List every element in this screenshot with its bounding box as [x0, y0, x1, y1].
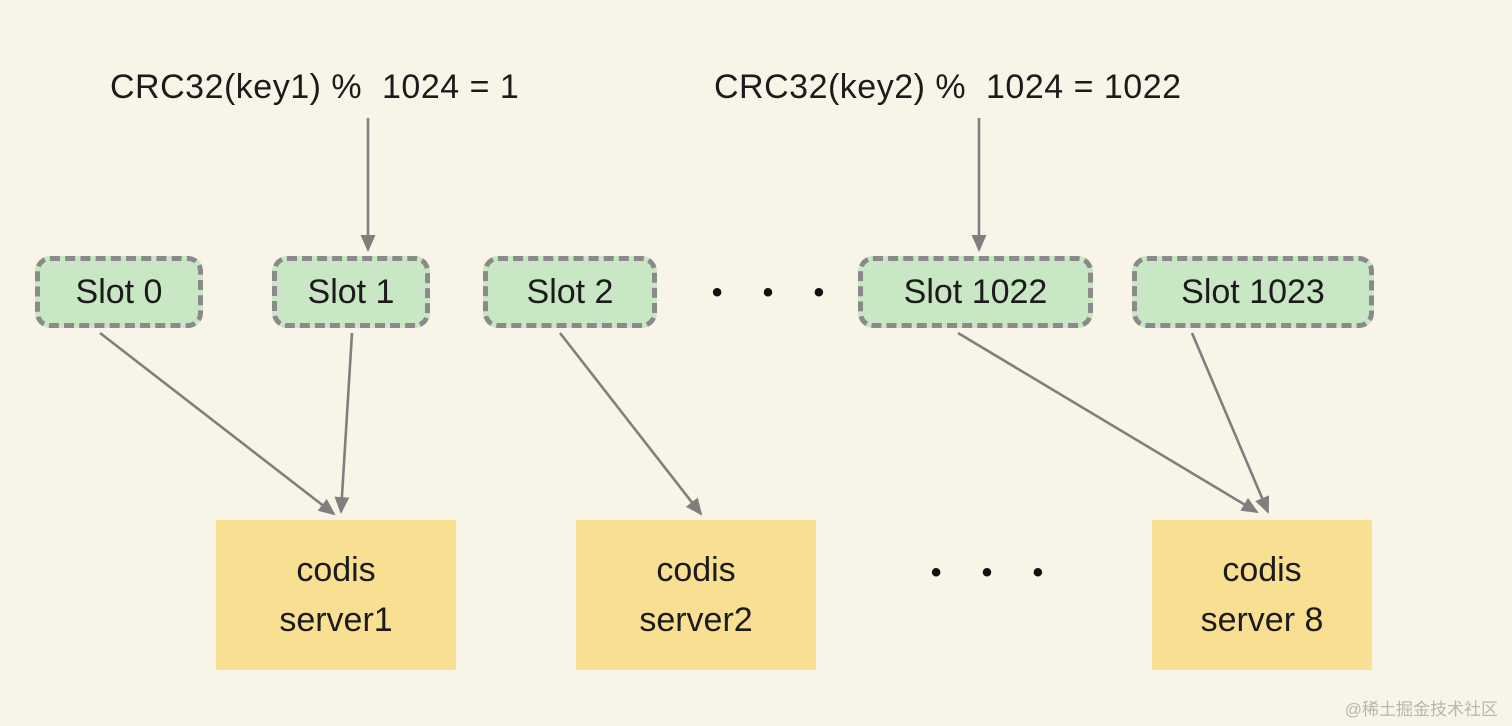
- formula-key1: CRC32(key1) % 1024 = 1: [110, 68, 520, 106]
- arrow-slot0-to-server1: [99, 331, 336, 516]
- slot-box-1023: Slot 1023: [1132, 256, 1374, 328]
- slot-box-0: Slot 0: [35, 256, 203, 328]
- server-row-ellipsis: • • •: [930, 556, 1060, 589]
- watermark-juejin: @稀土掘金技术社区: [1344, 700, 1498, 719]
- slot-row-ellipsis: • • •: [711, 276, 841, 309]
- slot-box-1022: Slot 1022: [858, 256, 1093, 328]
- arrow-slot1023-to-server8: [1190, 332, 1270, 514]
- server-label-line1: codis: [656, 551, 736, 589]
- server-label-line2: server1: [279, 601, 393, 639]
- server-label-line2: server 8: [1200, 601, 1324, 639]
- arrow-slot1-to-server1: [334, 332, 354, 514]
- arrow-slot2-to-server2: [558, 332, 703, 516]
- server-box-8: codis server 8: [1152, 520, 1372, 670]
- arrow-slot1022-to-server8: [957, 331, 1259, 514]
- server-label-line2: server2: [639, 601, 753, 639]
- slot-box-2: Slot 2: [483, 256, 657, 328]
- slot-box-1: Slot 1: [272, 256, 430, 328]
- server-label-line1: codis: [296, 551, 376, 589]
- server-box-2: codis server2: [576, 520, 816, 670]
- server-box-1: codis server1: [216, 520, 456, 670]
- server-label-line1: codis: [1222, 551, 1302, 589]
- formula-key2: CRC32(key2) % 1024 = 1022: [714, 68, 1182, 106]
